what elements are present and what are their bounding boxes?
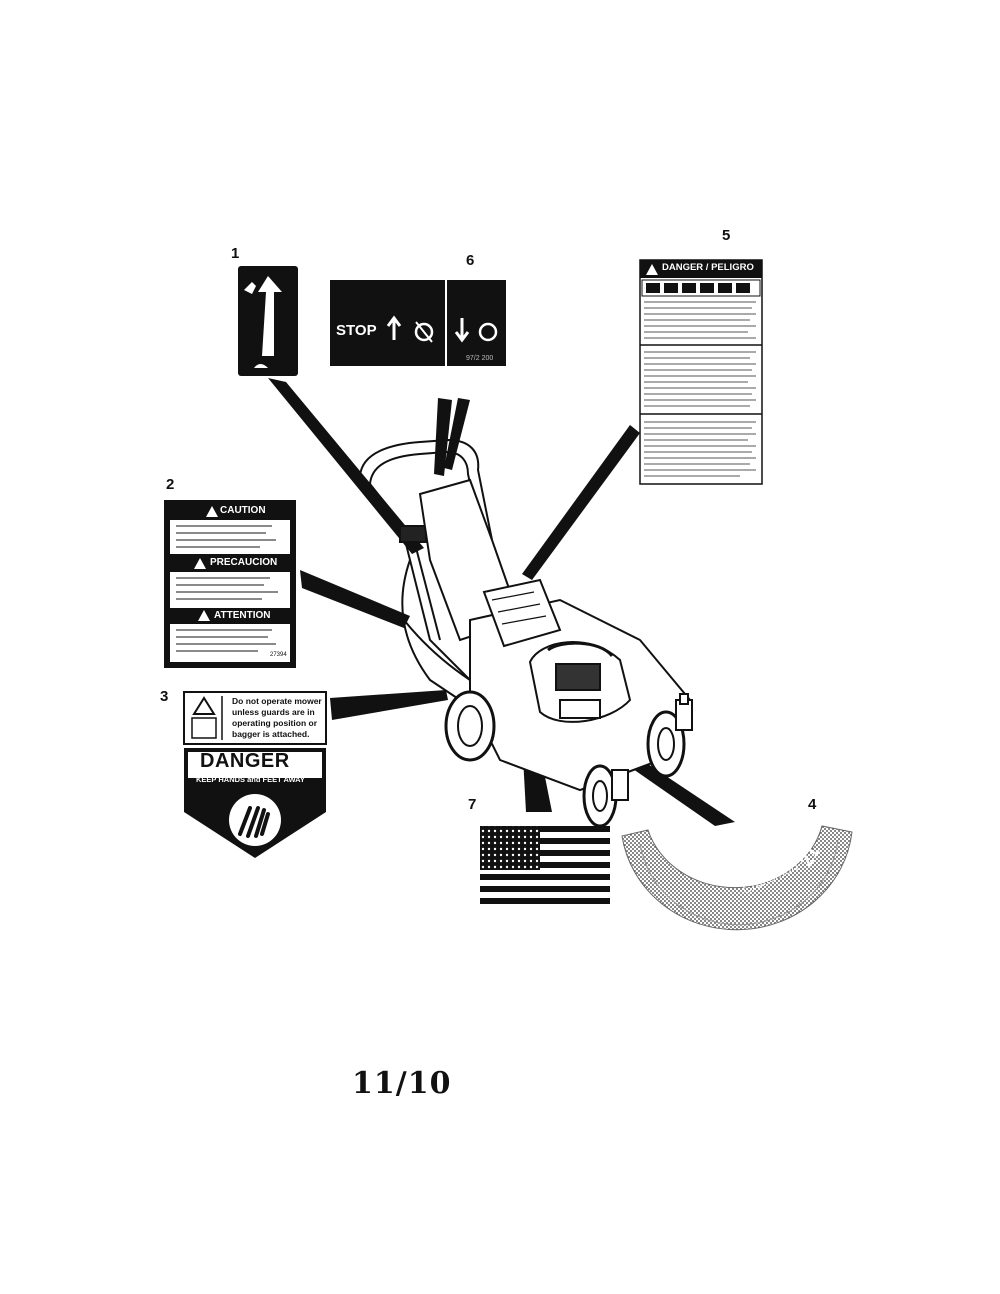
page-number: 11/10 (352, 1066, 452, 1101)
warning-triangle-icon (646, 264, 658, 275)
decal-4-deck-arc (621, 825, 853, 931)
mower-illustration (359, 438, 693, 828)
decal-6-part-number: 97/2 200 (466, 355, 494, 362)
engine-on-icon (478, 322, 498, 342)
callout-7: 7 (468, 796, 477, 813)
callout-1: 1 (231, 245, 240, 262)
leader-3 (330, 690, 448, 720)
callout-5: 5 (722, 227, 731, 244)
rabbit-icon (244, 282, 256, 294)
keep-hands-feet-text: KEEP HANDS and FEET AWAY (196, 775, 305, 784)
engine-off-icon (414, 322, 434, 342)
flag-stars-icon (480, 826, 540, 870)
warning-triangle-icon (194, 558, 206, 569)
decal-6-stop-choke (330, 280, 506, 366)
speed-arrow-icon (258, 276, 282, 356)
decal-7-flag (480, 826, 610, 906)
leader-2 (300, 570, 410, 628)
decal-3-danger-guard (183, 691, 327, 858)
callout-6: 6 (466, 252, 475, 269)
callout-3: 3 (160, 688, 169, 705)
danger-peligro-heading: DANGER / PELIGRO (662, 262, 754, 273)
danger-heading: DANGER (200, 750, 290, 772)
warning-triangle-icon (198, 610, 210, 621)
leader-6 (434, 398, 452, 476)
warning-triangle-icon (192, 696, 216, 715)
callout-2: 2 (166, 476, 175, 493)
turtle-icon (254, 364, 268, 368)
precaucion-heading: PRECAUCION (210, 557, 278, 568)
stop-label: STOP (336, 322, 377, 339)
leader-5 (522, 425, 640, 580)
decal-2-caution (164, 500, 296, 668)
decal-5-danger-peligro (639, 259, 763, 485)
decal-1-speed-control (238, 266, 298, 376)
up-arrow-icon (386, 315, 402, 340)
warning-triangle-icon (206, 506, 218, 517)
down-arrow-icon (454, 318, 470, 343)
guard-warning-text: Do not operate mower unless guards are i… (232, 696, 322, 739)
decal-2-part-number: 27394 (270, 652, 287, 658)
caution-heading: CAUTION (220, 505, 266, 516)
leader-4 (620, 752, 735, 826)
callout-4: 4 (808, 796, 817, 813)
attention-heading: ATTENTION (214, 610, 271, 621)
